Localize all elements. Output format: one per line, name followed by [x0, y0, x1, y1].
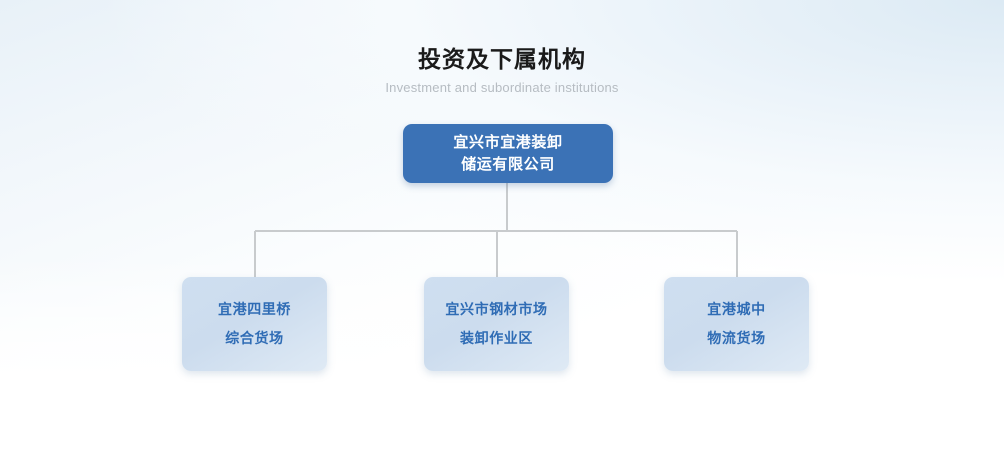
org-node-child-1-line-2: 综合货场	[225, 330, 284, 346]
org-node-child-3-line-2: 物流货场	[707, 330, 766, 346]
org-node-root-line-1: 宜兴市宜港装卸	[453, 133, 563, 151]
org-node-child-3-line-1: 宜港城中	[707, 301, 766, 317]
page-heading: 投资及下属机构 Investment and subordinate insti…	[0, 44, 1004, 96]
org-node-child-2-line-1: 宜兴市钢材市场	[445, 301, 548, 317]
org-node-child-1[interactable]: 宜港四里桥 综合货场	[182, 277, 327, 371]
org-node-root[interactable]: 宜兴市宜港装卸 储运有限公司	[403, 124, 613, 183]
org-node-child-3[interactable]: 宜港城中 物流货场	[664, 277, 809, 371]
org-node-child-2-line-2: 装卸作业区	[460, 330, 533, 346]
org-node-child-2[interactable]: 宜兴市钢材市场 装卸作业区	[424, 277, 569, 371]
org-node-root-line-2: 储运有限公司	[461, 155, 555, 173]
org-node-child-1-line-1: 宜港四里桥	[218, 301, 291, 317]
page-subtitle: Investment and subordinate institutions	[385, 80, 619, 95]
page-title: 投资及下属机构	[418, 46, 586, 72]
